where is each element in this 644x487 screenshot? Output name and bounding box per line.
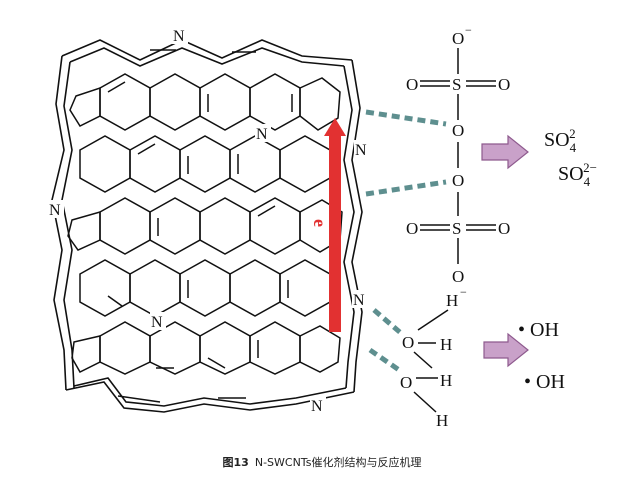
sulfate-b-subscript: 4 <box>584 174 591 189</box>
hydroxyl-arrow <box>483 332 529 368</box>
sulfur-1: S <box>452 75 461 94</box>
water-molecules: H − O H O H H <box>400 285 467 430</box>
products: SO42 SO42− • OH • OH <box>518 126 597 393</box>
o-water-1: O <box>402 333 414 352</box>
nitrogen-top: N <box>173 28 185 45</box>
double-bonds <box>107 49 293 403</box>
electron-label: e <box>310 219 330 227</box>
sulfate-a-subscript: 4 <box>570 140 577 155</box>
sulfate-product-b: SO42− <box>558 160 597 189</box>
o-left-1: O <box>406 75 418 94</box>
h-3: H <box>436 411 448 430</box>
o-minus-top: O <box>452 29 464 48</box>
h-1: H <box>440 335 452 354</box>
o-water-2: O <box>400 373 412 392</box>
o-peroxide-1: O <box>452 121 464 140</box>
peroxydisulfate: O − O S O O O O S O O <box>406 23 510 286</box>
sulfate-product-a: SO42 <box>544 126 577 155</box>
figure-caption: 图13 N-SWCNTs催化剂结构与反应机理 <box>0 454 644 470</box>
sulfate-a-superscript: 2 <box>569 126 576 141</box>
hexagon-lattice <box>67 73 343 375</box>
hydroxyl-radical-1: • OH <box>518 319 559 341</box>
o-bottom-2: O <box>452 267 464 286</box>
nanotube <box>51 39 363 413</box>
figure-caption-text: N-SWCNTs催化剂结构与反应机理 <box>254 456 422 469</box>
figure-number: 图13 <box>222 456 249 469</box>
nitrogen-left: N <box>49 202 61 219</box>
minus-sign-top: − <box>465 23 472 37</box>
nitrogen-inner: N <box>256 126 268 143</box>
h-minus: H <box>446 291 458 310</box>
nitrogen-labels: N N N N N N N <box>48 26 370 415</box>
o-right-1: O <box>498 75 510 94</box>
o-left-2: O <box>406 219 418 238</box>
hydroxyl-radical-2: • OH <box>524 371 565 393</box>
minus-sign-h: − <box>460 285 467 299</box>
sulfate-arrow <box>481 134 529 170</box>
nitrogen-bottom: N <box>311 398 323 415</box>
nitrogen-right-upper: N <box>355 142 367 159</box>
sulfate-b-superscript: 2− <box>583 160 597 175</box>
nitrogen-right-lower: N <box>353 292 365 309</box>
interaction-bonds <box>365 109 447 375</box>
o-right-2: O <box>498 219 510 238</box>
nitrogen-lower-inner: N <box>151 314 163 331</box>
o-peroxide-2: O <box>452 171 464 190</box>
product-arrows <box>481 134 529 368</box>
electron-transfer-arrow: e <box>310 118 346 332</box>
sulfur-2: S <box>452 219 461 238</box>
h-2: H <box>440 371 452 390</box>
